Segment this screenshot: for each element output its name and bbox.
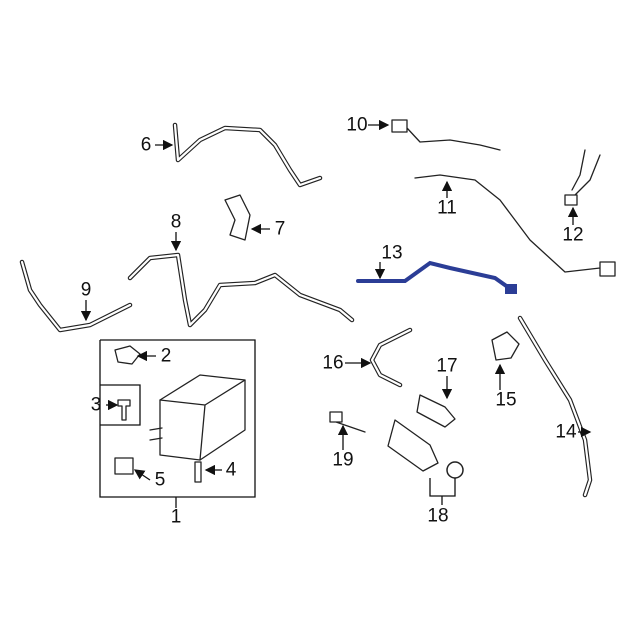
sensor-11	[414, 174, 616, 277]
bolt-19	[329, 411, 366, 433]
sensor-12	[564, 149, 601, 206]
callout-14: 14	[555, 421, 577, 443]
callout-6: 6	[140, 134, 152, 156]
callout-10: 10	[346, 114, 368, 136]
vapor-canister	[114, 345, 246, 483]
callout-17: 17	[436, 355, 458, 377]
callout-2: 2	[160, 345, 172, 367]
callout-13: 13	[381, 242, 403, 264]
callout-15: 15	[495, 389, 517, 411]
callout-11: 11	[437, 197, 457, 219]
sensor-10	[391, 119, 501, 151]
callout-8: 8	[170, 211, 182, 233]
leader-lines	[80, 119, 592, 508]
hose-8	[127, 252, 355, 328]
hose-6	[172, 122, 323, 188]
callout-5: 5	[154, 469, 166, 491]
hose-9	[19, 259, 133, 333]
part-1-group-box	[99, 339, 256, 498]
callout-19: 19	[332, 449, 354, 471]
callout-3: 3	[90, 394, 102, 416]
o-ring-18	[446, 461, 464, 479]
bracket-7	[224, 194, 251, 241]
hose-16	[369, 327, 413, 388]
callout-7: 7	[274, 218, 286, 240]
callout-1: 1	[170, 506, 182, 528]
valve-15	[491, 331, 520, 361]
hose-13-highlighted	[356, 260, 517, 294]
callout-9: 9	[80, 279, 92, 301]
callout-18: 18	[427, 505, 449, 527]
callout-4: 4	[225, 459, 237, 481]
sensor-18	[387, 419, 439, 472]
sensor-14	[517, 315, 593, 498]
bracket-18	[429, 478, 456, 505]
connector-17	[416, 394, 456, 428]
callout-16: 16	[322, 352, 344, 374]
callout-12: 12	[562, 224, 584, 246]
